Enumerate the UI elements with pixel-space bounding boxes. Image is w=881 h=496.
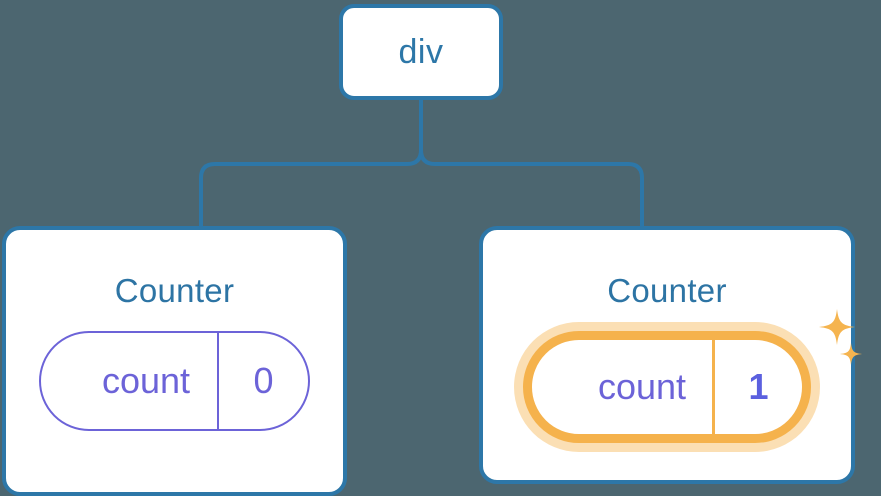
node-counter-right[interactable]: Counter count 1 (479, 226, 862, 484)
node-counter-left-label: Counter (114, 272, 235, 309)
state-pill-right: count 1 (523, 309, 862, 443)
node-div[interactable]: div (339, 4, 503, 100)
connector-to-left-counter (199, 100, 423, 226)
state-key-right: count (597, 366, 687, 407)
state-key-left: count (101, 360, 191, 401)
state-pill-left-body[interactable]: count 0 (39, 331, 310, 431)
state-pill-left: count 0 (39, 331, 310, 431)
state-value-left: 0 (217, 333, 308, 429)
connector-to-right-counter (419, 100, 644, 226)
state-value-right: 1 (712, 340, 802, 434)
state-pill-right-body[interactable]: count 1 (523, 331, 811, 443)
node-counter-right-label: Counter (607, 272, 727, 309)
node-div-label: div (398, 32, 444, 71)
node-counter-left[interactable]: Counter count 0 (2, 226, 347, 496)
